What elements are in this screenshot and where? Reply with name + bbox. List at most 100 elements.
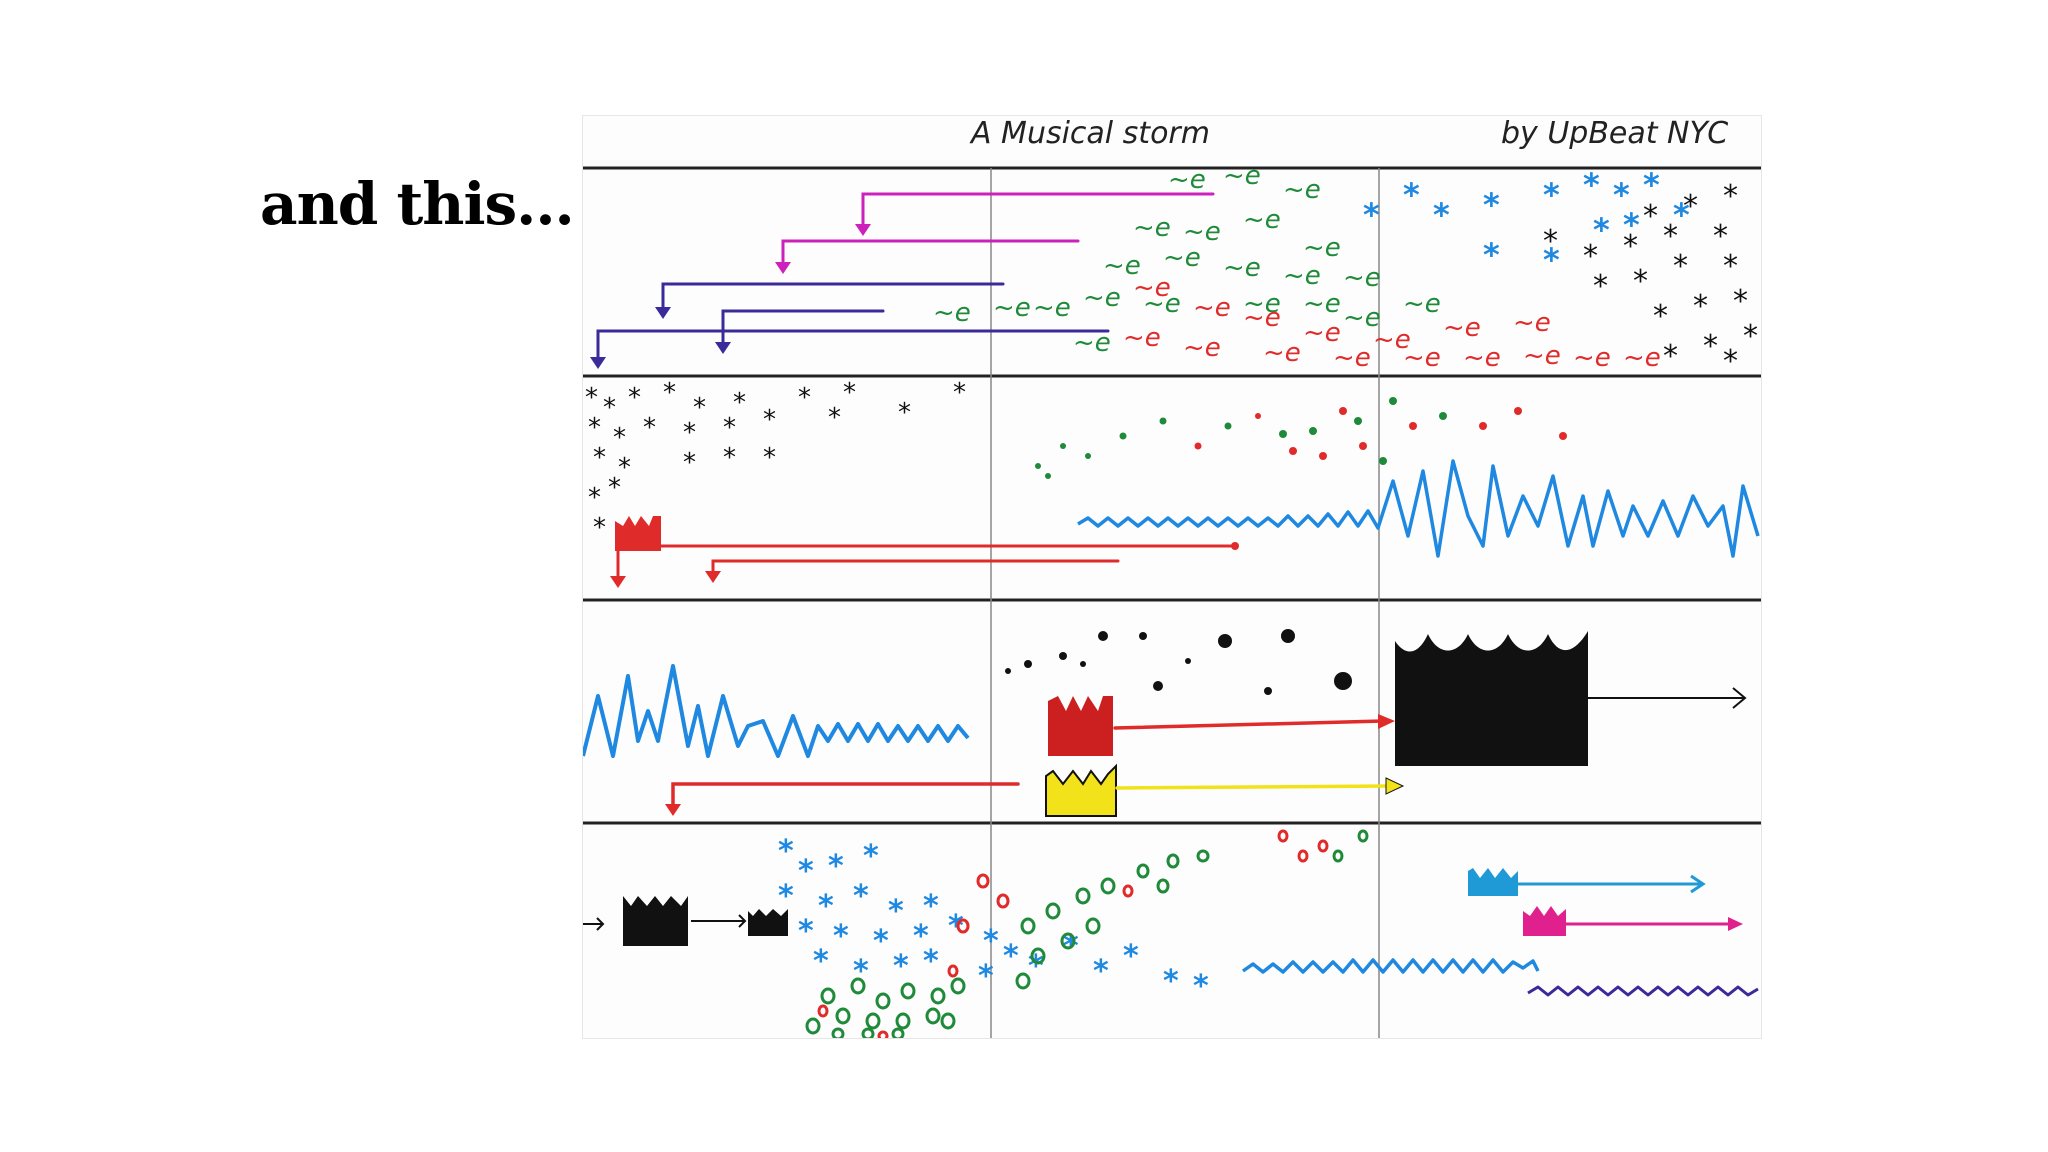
svg-text:*: * bbox=[828, 849, 844, 884]
svg-text:*: * bbox=[1733, 284, 1748, 319]
svg-text:*: * bbox=[1433, 196, 1450, 234]
row1-black-asterisks: *** ***** **** ***** ** bbox=[1543, 179, 1758, 379]
svg-text:~e: ~e bbox=[1133, 213, 1171, 243]
svg-text:~e: ~e bbox=[1193, 293, 1231, 323]
row4-green-circles bbox=[805, 829, 1369, 1038]
svg-text:*: * bbox=[628, 383, 641, 413]
row1-blue-asterisks: **** **** ***** bbox=[1363, 166, 1690, 279]
svg-text:~e: ~e bbox=[1083, 283, 1121, 313]
svg-text:*: * bbox=[828, 403, 841, 433]
svg-text:*: * bbox=[1093, 954, 1109, 989]
svg-text:*: * bbox=[853, 954, 869, 989]
svg-text:*: * bbox=[1743, 319, 1758, 354]
svg-text:*: * bbox=[593, 513, 606, 543]
svg-text:~e: ~e bbox=[1143, 289, 1181, 319]
svg-text:~e: ~e bbox=[1343, 303, 1381, 333]
svg-text:*: * bbox=[863, 839, 879, 874]
svg-text:~e: ~e bbox=[1523, 341, 1561, 371]
svg-text:*: * bbox=[843, 378, 856, 408]
row1-green-notes: ~e~e~e ~e~e~e~e ~e~e~e~e~e ~e~e~e~e~e~e … bbox=[933, 161, 1441, 358]
svg-text:*: * bbox=[923, 889, 939, 924]
svg-text:*: * bbox=[1543, 241, 1560, 279]
svg-text:*: * bbox=[1663, 339, 1678, 374]
svg-text:*: * bbox=[898, 398, 911, 428]
measure-dividers bbox=[990, 168, 1380, 1038]
svg-text:*: * bbox=[608, 473, 621, 503]
svg-text:~e: ~e bbox=[1463, 343, 1501, 373]
svg-text:*: * bbox=[953, 378, 966, 408]
svg-text:~e: ~e bbox=[1243, 289, 1281, 319]
svg-text:*: * bbox=[813, 944, 829, 979]
svg-text:*: * bbox=[1583, 239, 1598, 274]
svg-text:~e: ~e bbox=[1033, 293, 1071, 323]
svg-text:*: * bbox=[663, 378, 676, 408]
svg-text:*: * bbox=[593, 443, 606, 473]
svg-text:*: * bbox=[588, 483, 601, 513]
svg-text:*: * bbox=[1593, 211, 1610, 249]
svg-text:~e: ~e bbox=[1443, 313, 1481, 343]
svg-text:*: * bbox=[733, 388, 746, 418]
svg-text:~e: ~e bbox=[1283, 175, 1321, 205]
svg-text:~e: ~e bbox=[1623, 343, 1661, 373]
svg-text:~e: ~e bbox=[1243, 303, 1281, 333]
svg-text:*: * bbox=[1623, 229, 1638, 264]
graphic-score: A Musical storm by UpBeat NYC bbox=[582, 115, 1762, 1039]
svg-text:*: * bbox=[818, 889, 834, 924]
svg-text:*: * bbox=[1483, 236, 1500, 274]
row4-cyan-crown bbox=[1468, 868, 1518, 896]
svg-text:*: * bbox=[1543, 224, 1558, 259]
svg-text:*: * bbox=[798, 854, 814, 889]
svg-text:~e: ~e bbox=[1573, 343, 1611, 373]
svg-text:*: * bbox=[1723, 179, 1738, 214]
row3-blue-wave bbox=[583, 664, 970, 758]
svg-text:~e: ~e bbox=[1303, 233, 1341, 263]
svg-text:~e: ~e bbox=[1223, 253, 1261, 283]
svg-text:~e: ~e bbox=[1133, 273, 1171, 303]
svg-text:*: * bbox=[1028, 949, 1044, 984]
score-drawing: ~e~e~e ~e~e~e~e ~e~e~e~e~e ~e~e~e~e~e~e … bbox=[583, 161, 1761, 1038]
svg-text:*: * bbox=[778, 879, 794, 914]
row3-black-block bbox=[1395, 631, 1588, 766]
svg-text:*: * bbox=[1723, 344, 1738, 379]
score-credit: by UpBeat NYC bbox=[1501, 116, 1729, 151]
svg-text:*: * bbox=[1703, 329, 1718, 364]
svg-text:~e: ~e bbox=[1168, 165, 1206, 195]
svg-text:*: * bbox=[723, 443, 736, 473]
row4-black-shapes bbox=[583, 896, 788, 946]
svg-text:*: * bbox=[833, 919, 849, 954]
svg-text:*: * bbox=[1653, 299, 1668, 334]
row4-purple-wave bbox=[1527, 985, 1759, 997]
svg-text:*: * bbox=[1613, 176, 1630, 214]
svg-text:*: * bbox=[643, 413, 656, 443]
row3-yellow-crown bbox=[1045, 763, 1117, 817]
svg-text:*: * bbox=[913, 919, 929, 954]
svg-text:~e: ~e bbox=[1183, 333, 1221, 363]
svg-text:~e: ~e bbox=[1283, 261, 1321, 291]
svg-text:*: * bbox=[1593, 269, 1608, 304]
svg-text:*: * bbox=[588, 413, 601, 443]
svg-text:*: * bbox=[1683, 189, 1698, 224]
svg-text:*: * bbox=[1163, 964, 1179, 999]
svg-text:*: * bbox=[1363, 196, 1380, 234]
row4-blue-wave bbox=[1241, 958, 1540, 974]
svg-text:~e: ~e bbox=[1163, 243, 1201, 273]
svg-text:*: * bbox=[893, 949, 909, 984]
svg-text:*: * bbox=[1483, 186, 1500, 224]
row3-black-dots bbox=[1005, 629, 1352, 695]
svg-text:*: * bbox=[585, 383, 598, 413]
svg-text:*: * bbox=[1673, 196, 1690, 234]
score-title: A Musical storm bbox=[971, 116, 1210, 151]
row1-red-notes: ~e~e~e ~e~e~e~e ~e~e~e~e ~e~e~e~e~e bbox=[1123, 273, 1661, 373]
svg-text:*: * bbox=[1123, 939, 1139, 974]
svg-text:*: * bbox=[1003, 939, 1019, 974]
svg-text:~e: ~e bbox=[1243, 205, 1281, 235]
svg-text:*: * bbox=[1403, 176, 1420, 214]
svg-text:*: * bbox=[1583, 166, 1600, 204]
row2-red-crown bbox=[615, 516, 661, 551]
svg-text:*: * bbox=[948, 909, 964, 944]
svg-text:~e: ~e bbox=[1303, 289, 1341, 319]
svg-text:*: * bbox=[763, 405, 776, 435]
svg-text:*: * bbox=[1713, 219, 1728, 254]
row2-black-asterisks: **** ***** ****** ******* *** bbox=[585, 378, 966, 543]
svg-text:~e: ~e bbox=[1343, 263, 1381, 293]
